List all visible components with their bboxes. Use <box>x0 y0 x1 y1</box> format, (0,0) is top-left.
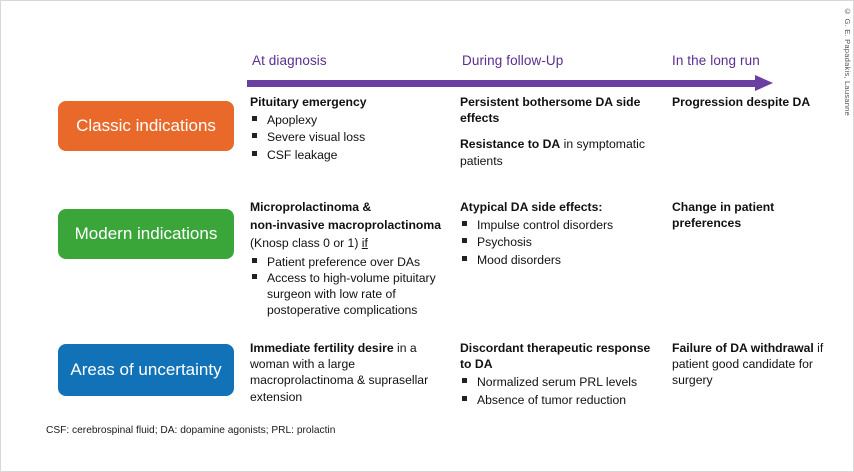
list-item-label: Apoplexy <box>267 113 318 128</box>
list-item-label: Mood disorders <box>477 252 561 267</box>
square-bullet-icon <box>252 257 257 263</box>
list-item-label: Severe visual loss <box>267 130 366 145</box>
cell-subline-text: (Knosp class 0 or 1) <box>250 236 362 251</box>
list-item-label: Patient preference over DAs <box>267 254 421 269</box>
list-item-label: Impulse control disorders <box>477 218 614 233</box>
cell-modern-during-follow-up: Atypical DA side effects: Impulse contro… <box>460 199 665 269</box>
cell-paragraph: Failure of DA withdrawal if patient good… <box>672 340 832 389</box>
abbreviations-footnote: CSF: cerebrospinal fluid; DA: dopamine a… <box>46 425 336 436</box>
square-bullet-icon <box>252 133 257 139</box>
cell-classic-long-run: Progression despite DA <box>672 94 832 112</box>
list-item-label: CSF leakage <box>267 147 338 162</box>
square-bullet-icon <box>462 221 467 227</box>
category-label: Areas of uncertainty <box>70 359 222 379</box>
list-item-label: Normalized serum PRL levels <box>477 375 638 390</box>
category-label: Classic indications <box>76 115 216 135</box>
list-item: Access to high-volume pituitary surgeon … <box>250 270 455 319</box>
cell-uncertainty-during-follow-up: Discordant therapeutic response to DA No… <box>460 340 665 409</box>
cell-heading: Pituitary emergency <box>250 95 367 109</box>
square-bullet-icon <box>462 238 467 244</box>
timeline-header: At diagnosis During follow-Up In the lon… <box>1 53 853 75</box>
list-item: Patient preference over DAs <box>250 254 455 270</box>
square-bullet-icon <box>252 150 257 156</box>
timeline-arrow <box>247 75 775 91</box>
list-item: Absence of tumor reduction <box>460 392 665 408</box>
list-item: Psychosis <box>460 234 665 250</box>
cell-bullet-list: Patient preference over DAs Access to hi… <box>250 254 455 319</box>
cell-heading: Atypical DA side effects: <box>460 200 603 214</box>
square-bullet-icon <box>252 116 257 122</box>
list-item: Normalized serum PRL levels <box>460 374 665 390</box>
list-item-label: Psychosis <box>477 235 532 250</box>
timeline-arrow-head-icon <box>755 75 773 91</box>
cell-bullet-list: Normalized serum PRL levels Absence of t… <box>460 374 665 407</box>
square-bullet-icon <box>462 378 467 384</box>
timeline-arrow-line <box>247 80 757 87</box>
cell-paragraph-rest: if patient good candidate for surgery <box>672 341 824 388</box>
category-box-areas-of-uncertainty: Areas of uncertainty <box>58 344 234 396</box>
cell-secondary-bold: Resistance to DA <box>460 137 561 152</box>
cell-subline: (Knosp class 0 or 1) if <box>250 235 455 251</box>
category-label: Modern indications <box>74 223 218 243</box>
cell-classic-at-diagnosis: Pituitary emergency Apoplexy Severe visu… <box>250 94 455 164</box>
category-box-classic-indications: Classic indications <box>58 101 234 151</box>
cell-heading: Change in patient preferences <box>672 200 775 231</box>
cell-paragraph-bold: Immediate fertility desire <box>250 341 394 355</box>
cell-paragraph-bold: Failure of DA withdrawal <box>672 341 814 355</box>
cell-heading: Progression despite DA <box>672 95 811 109</box>
cell-paragraph: Immediate fertility desire in a woman wi… <box>250 340 455 405</box>
cell-secondary-paragraph: Resistance to DA in symptomatic patients <box>460 136 665 168</box>
list-item: CSF leakage <box>250 147 455 163</box>
cell-paragraph-rest: in a woman with a large macroprolactinom… <box>250 341 429 404</box>
square-bullet-icon <box>462 255 467 261</box>
cell-classic-during-follow-up: Persistent bothersome DA side effects Re… <box>460 94 665 171</box>
square-bullet-icon <box>462 395 467 401</box>
list-item-label: Absence of tumor reduction <box>477 392 627 407</box>
cell-heading: Persistent bothersome DA side effects <box>460 95 641 126</box>
cell-subline-if: if <box>361 236 368 251</box>
timeline-phase-long-run: In the long run <box>672 53 760 68</box>
cell-heading-line1: Microprolactinoma & <box>250 200 372 214</box>
square-bullet-icon <box>252 273 257 279</box>
cell-heading-line2: non-invasive macroprolactinoma <box>250 218 441 233</box>
cell-bullet-list: Apoplexy Severe visual loss CSF leakage <box>250 112 455 163</box>
list-item: Impulse control disorders <box>460 217 665 233</box>
cell-modern-at-diagnosis: Microprolactinoma & non-invasive macropr… <box>250 199 455 319</box>
list-item: Mood disorders <box>460 252 665 268</box>
cell-bullet-list: Impulse control disorders Psychosis Mood… <box>460 217 665 268</box>
category-box-modern-indications: Modern indications <box>58 209 234 259</box>
list-item: Severe visual loss <box>250 129 455 145</box>
list-item: Apoplexy <box>250 112 455 128</box>
copyright-notice: © G. E. Papadakis, Lausanne <box>843 7 852 116</box>
cell-heading: Discordant therapeutic response to DA <box>460 341 651 372</box>
timeline-phase-during-follow-up: During follow-Up <box>462 53 564 68</box>
list-item-label: Access to high-volume pituitary surgeon … <box>267 270 436 318</box>
cell-uncertainty-long-run: Failure of DA withdrawal if patient good… <box>672 340 832 391</box>
cell-modern-long-run: Change in patient preferences <box>672 199 832 233</box>
timeline-phase-at-diagnosis: At diagnosis <box>252 53 327 68</box>
cell-secondary-rest: in symptomatic patients <box>460 137 645 168</box>
cell-uncertainty-at-diagnosis: Immediate fertility desire in a woman wi… <box>250 340 455 407</box>
